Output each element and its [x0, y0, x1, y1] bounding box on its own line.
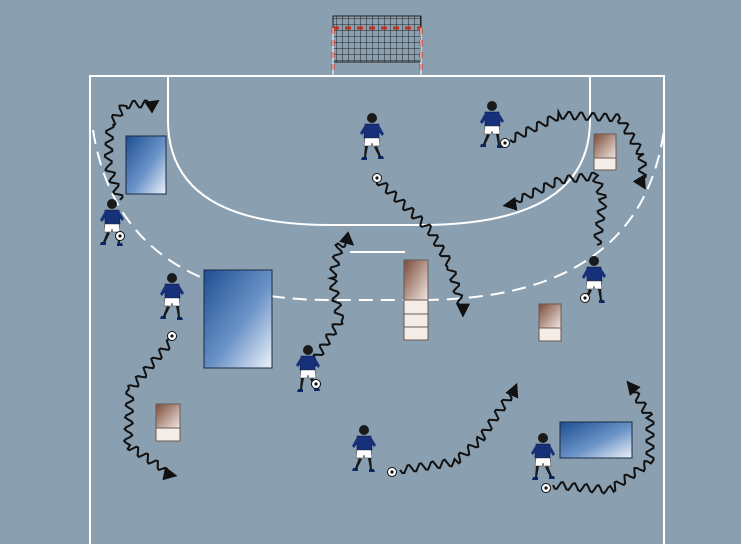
ball-5: [581, 294, 590, 303]
vaulting-box-top-right: [594, 134, 616, 170]
vaulting-box-center: [404, 260, 428, 340]
ball-3: [373, 174, 382, 183]
ball-1: [116, 232, 125, 241]
ball-4: [501, 139, 510, 148]
vaulting-box-mid-right: [539, 304, 561, 341]
ball-6: [312, 380, 321, 389]
gym-mat-center: [204, 270, 272, 368]
vaulting-box-left: [156, 404, 180, 441]
ball-8: [542, 484, 551, 493]
gym-mat-right: [560, 422, 632, 458]
ball-2: [168, 332, 177, 341]
gym-mat-left: [126, 136, 166, 194]
ball-7: [388, 468, 397, 477]
